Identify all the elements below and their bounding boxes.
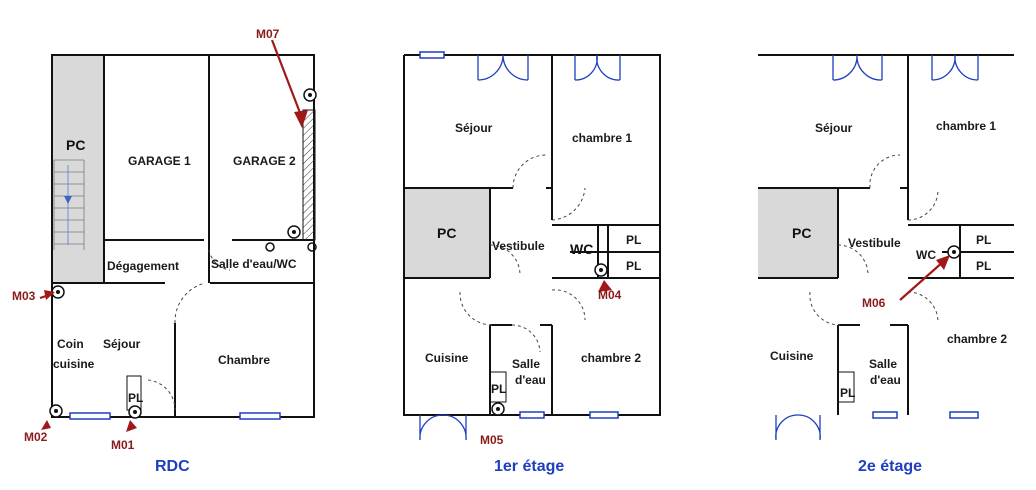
e2-wc-label: WC xyxy=(916,248,936,262)
rdc-chambre-label: Chambre xyxy=(218,353,270,367)
marker-m01-label: M01 xyxy=(111,438,135,452)
marker-m02 xyxy=(41,404,63,430)
marker-m06 xyxy=(899,245,961,301)
rdc-sejour-label: Séjour xyxy=(103,337,141,351)
marker-m04-label: M04 xyxy=(598,288,622,302)
e1-cuisine-label: Cuisine xyxy=(425,351,469,365)
marker-m03-label: M03 xyxy=(12,289,36,303)
window-rdc-2 xyxy=(239,412,281,420)
e1-deau-label: d'eau xyxy=(515,373,546,387)
window-e1-1 xyxy=(419,51,445,59)
window-e1-2 xyxy=(519,411,545,419)
e1-wc-label: WC xyxy=(570,241,593,257)
e2-cuisine-label: Cuisine xyxy=(770,349,814,363)
stairs-rdc xyxy=(53,159,85,250)
rdc-cuisine-label: cuisine xyxy=(53,357,95,371)
plan-etage2 xyxy=(758,54,1014,441)
pc-zone-etage1 xyxy=(404,188,490,278)
e2-vestibule-label: Vestibule xyxy=(848,236,901,250)
e1-pl-small-label: PL xyxy=(491,382,506,396)
e1-sejour-label: Séjour xyxy=(455,121,493,135)
rdc-coin-label: Coin xyxy=(57,337,84,351)
e2-sejour-label: Séjour xyxy=(815,121,853,135)
balcony-doors-e2 xyxy=(775,54,979,441)
plan-rdc xyxy=(51,54,317,420)
marker-m07-label: M07 xyxy=(256,27,280,41)
e1-chambre2-label: chambre 2 xyxy=(581,351,641,365)
floor-title-etage1: 1er étage xyxy=(494,458,564,475)
e2-pc-label: PC xyxy=(792,225,811,241)
e2-chambre1-label: chambre 1 xyxy=(936,119,996,133)
e1-pl-top-label: PL xyxy=(626,233,641,247)
e2-salle-label: Salle xyxy=(869,357,897,371)
e2-deau-label: d'eau xyxy=(870,373,901,387)
e2-chambre2-label: chambre 2 xyxy=(947,332,1007,346)
marker-m05-label: M05 xyxy=(480,433,504,447)
plan-etage1 xyxy=(403,51,661,441)
rdc-pc-label: PC xyxy=(66,137,85,153)
window-e2-2 xyxy=(949,411,979,419)
pc-zone-etage2 xyxy=(758,188,838,278)
rdc-pl-label: PL xyxy=(128,391,143,405)
e2-pl-small-label: PL xyxy=(840,386,855,400)
hatched-wall-garage2 xyxy=(302,109,316,241)
balcony-doors-e1 xyxy=(419,54,621,441)
floor-title-rdc: RDC xyxy=(155,458,190,475)
marker-m04 xyxy=(594,263,612,292)
rdc-degagement-label: Dégagement xyxy=(107,259,179,273)
marker-m06-label: M06 xyxy=(862,296,886,310)
e1-chambre1-label: chambre 1 xyxy=(572,131,632,145)
e1-pl-bottom-label: PL xyxy=(626,259,641,273)
stair-arrow-icon xyxy=(64,196,72,204)
pc-zone-rdc xyxy=(52,55,104,283)
window-rdc-1 xyxy=(69,412,111,420)
rdc-garage1-label: GARAGE 1 xyxy=(128,154,191,168)
floor-title-etage2: 2e étage xyxy=(858,458,922,475)
marker-m05 xyxy=(491,402,505,416)
e1-vestibule-label: Vestibule xyxy=(492,239,545,253)
rdc-garage2-label: GARAGE 2 xyxy=(233,154,296,168)
e2-pl-top-label: PL xyxy=(976,233,991,247)
e2-pl-bottom-label: PL xyxy=(976,259,991,273)
marker-m01 xyxy=(126,405,142,432)
marker-m03 xyxy=(39,285,65,300)
window-e1-3 xyxy=(589,411,619,419)
rdc-salle-eau-wc-label: Salle d'eau/WC xyxy=(211,257,297,271)
e1-pc-label: PC xyxy=(437,225,456,241)
window-e2-1 xyxy=(872,411,898,419)
marker-m07 xyxy=(270,39,317,239)
marker-m02-label: M02 xyxy=(24,430,48,444)
e1-salle-label: Salle xyxy=(512,357,540,371)
